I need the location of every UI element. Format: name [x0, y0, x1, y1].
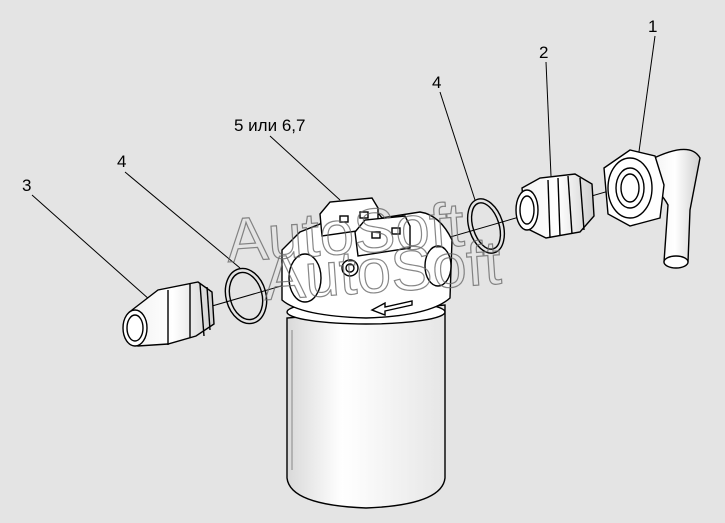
o-ring-left-part [224, 267, 268, 325]
callout-2: 2 [539, 43, 548, 62]
watermark-text-upper: AutoSoft [224, 191, 466, 276]
leader-lines [31, 35, 656, 301]
nipple-fitting-part [515, 173, 595, 239]
callout-1: 1 [648, 17, 657, 36]
o-ring-right-part [466, 198, 506, 254]
elbow-fitting-part [603, 148, 701, 269]
callout-3: 3 [22, 176, 31, 195]
callout-4-left: 4 [117, 152, 126, 171]
callout-4-right: 4 [432, 73, 441, 92]
watermark-text-lower: AutoSoft [261, 229, 503, 314]
filter-housing-part [281, 197, 453, 509]
callout-5: 5 или 6,7 [234, 116, 305, 135]
left-fitting-part [122, 281, 215, 347]
